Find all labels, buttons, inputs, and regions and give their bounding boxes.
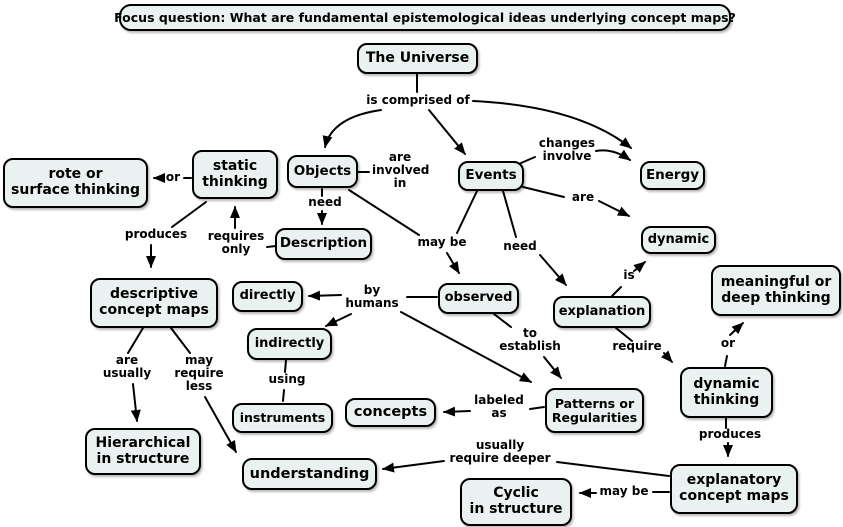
concept-energy[interactable]: Energy bbox=[640, 161, 705, 190]
link-label-requires-only[interactable]: requires only bbox=[207, 229, 265, 256]
link-label-labeled-as[interactable]: labeled as bbox=[474, 393, 524, 420]
concept-descriptive-concept-maps[interactable]: descriptive concept maps bbox=[90, 278, 218, 328]
link-label-is-comprised-of[interactable]: is comprised of bbox=[366, 93, 470, 107]
link-label-are-involved-in[interactable]: are involved in bbox=[372, 150, 430, 190]
concept-hierarchical-in-structure[interactable]: Hierarchical in structure bbox=[85, 428, 201, 475]
concept-understanding[interactable]: understanding bbox=[242, 458, 377, 490]
link-label-require[interactable]: require bbox=[612, 339, 662, 353]
link-label-or-static[interactable]: or bbox=[165, 170, 181, 184]
link-label-changes-involve[interactable]: changes involve bbox=[538, 136, 596, 163]
link-label-produces-dynamic[interactable]: produces bbox=[698, 427, 762, 441]
concept-indirectly[interactable]: indirectly bbox=[247, 328, 332, 360]
concept-rote-or-surface-thinking[interactable]: rote or surface thinking bbox=[3, 158, 148, 208]
link-label-is-dynamic[interactable]: is bbox=[623, 268, 635, 282]
concept-description[interactable]: Description bbox=[275, 228, 372, 260]
link-label-usually-require-deeper[interactable]: usually require deeper bbox=[449, 438, 551, 465]
concept-observed[interactable]: observed bbox=[438, 283, 519, 314]
concept-explanatory-concept-maps[interactable]: explanatory concept maps bbox=[670, 464, 798, 514]
concept-patterns-or-regularities[interactable]: Patterns or Regularities bbox=[545, 388, 644, 433]
concept-cyclic-in-structure[interactable]: Cyclic in structure bbox=[460, 478, 572, 526]
link-label-need-events[interactable]: need bbox=[503, 239, 537, 253]
concept-dynamic-thinking[interactable]: dynamic thinking bbox=[680, 367, 773, 418]
concept-objects[interactable]: Objects bbox=[287, 155, 358, 188]
link-label-by-humans[interactable]: by humans bbox=[345, 283, 399, 310]
concept-directly[interactable]: directly bbox=[232, 281, 303, 312]
concept-explanation[interactable]: explanation bbox=[553, 296, 651, 328]
concept-concepts[interactable]: concepts bbox=[345, 398, 436, 427]
link-label-may-require-less[interactable]: may require less bbox=[174, 353, 224, 393]
link-label-may-be-cyclic[interactable]: may be bbox=[599, 484, 649, 498]
link-label-may-be[interactable]: may be bbox=[417, 235, 467, 249]
link-label-produces-static[interactable]: produces bbox=[124, 227, 188, 241]
link-label-are-events[interactable]: are bbox=[571, 190, 595, 204]
concept-meaningful-or-deep-thinking[interactable]: meaningful or deep thinking bbox=[711, 265, 841, 316]
link-label-need-objects[interactable]: need bbox=[308, 195, 342, 209]
concept-the-universe[interactable]: The Universe bbox=[357, 43, 478, 74]
link-label-to-establish[interactable]: to establish bbox=[499, 326, 561, 353]
link-label-are-usually[interactable]: are usually bbox=[102, 353, 152, 380]
concept-dynamic[interactable]: dynamic bbox=[641, 226, 716, 254]
link-label-using[interactable]: using bbox=[268, 372, 306, 386]
link-label-or-dynamic[interactable]: or bbox=[720, 336, 736, 350]
focus-question: Focus question: What are fundamental epi… bbox=[114, 4, 736, 31]
concept-events[interactable]: Events bbox=[458, 161, 524, 191]
concept-static-thinking[interactable]: static thinking bbox=[192, 150, 278, 199]
concept-instruments[interactable]: instruments bbox=[232, 403, 333, 433]
